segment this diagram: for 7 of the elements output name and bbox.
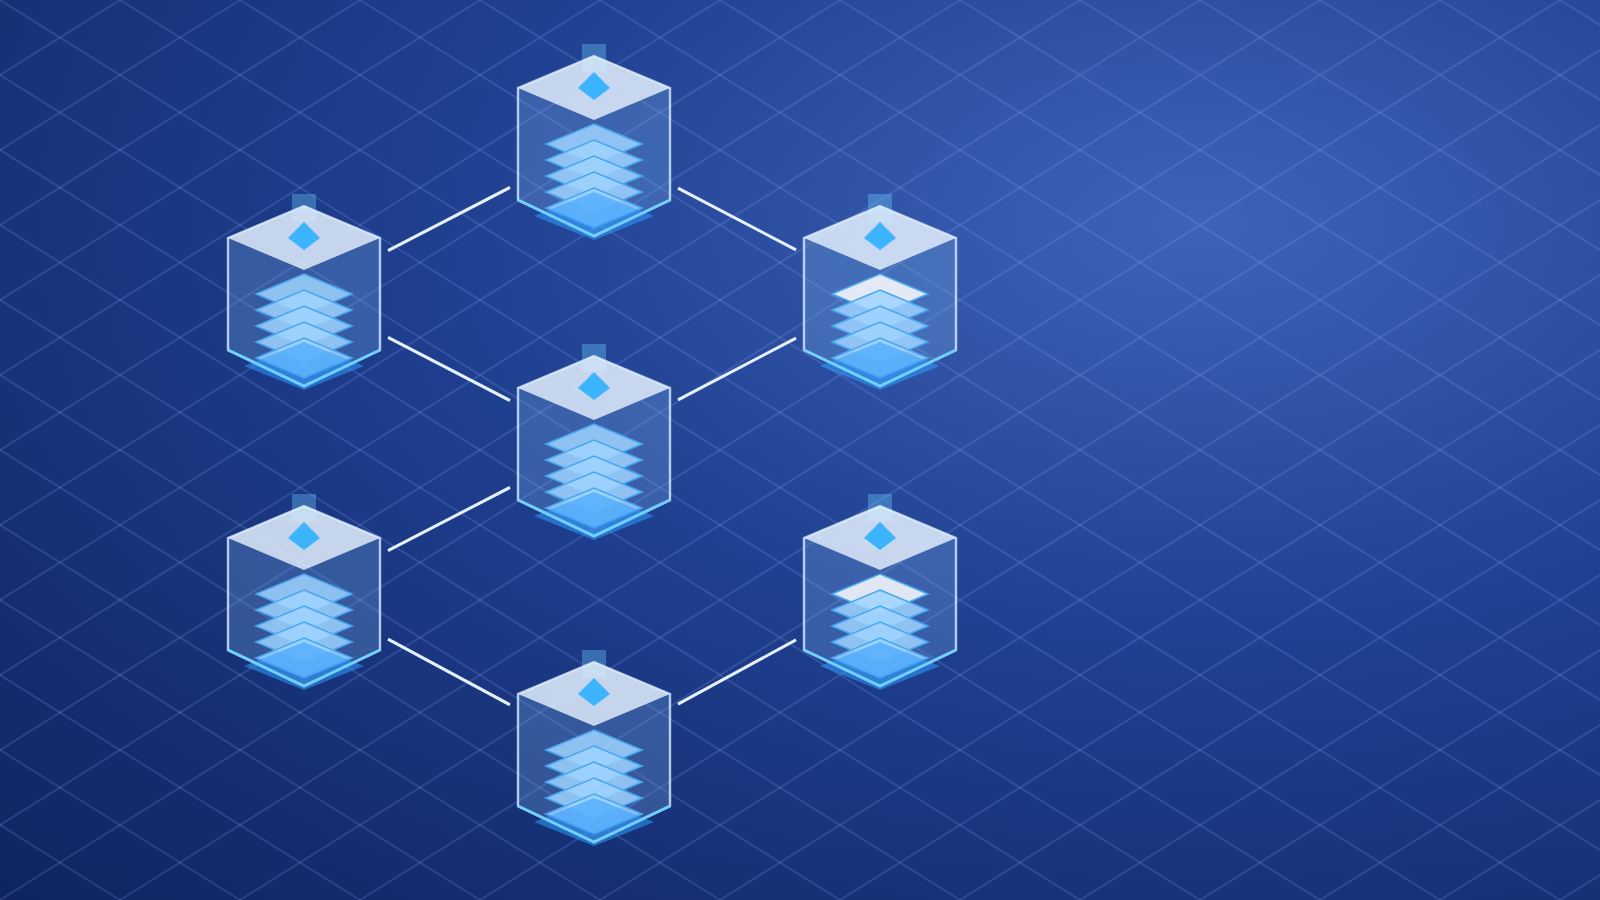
connector-line: [387, 336, 511, 402]
connector-line: [677, 336, 797, 402]
connector-line: [677, 638, 797, 706]
connector-line: [677, 186, 797, 252]
connector-line: [387, 486, 511, 552]
connector-line: [387, 637, 511, 707]
connector-line: [387, 186, 511, 252]
